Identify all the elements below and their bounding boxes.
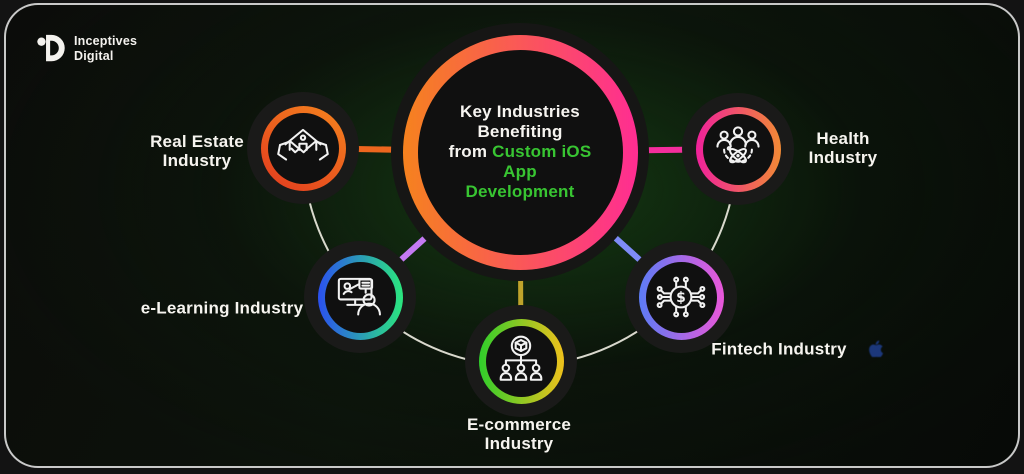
health-ring <box>695 106 781 192</box>
fintech-inner: $ <box>645 261 717 333</box>
ecommerce-ring <box>478 318 564 404</box>
node-fintech: $ <box>625 241 737 353</box>
dollar-circuit-icon: $ <box>656 276 706 318</box>
people-atom-icon <box>716 126 760 164</box>
apple-logo-icon <box>869 340 884 357</box>
node-health <box>682 93 794 205</box>
center-title-line1: Key Industries Benefiting <box>460 101 580 141</box>
real-estate-inner <box>267 112 339 184</box>
center-title: Key Industries Benefiting from Custom iO… <box>418 102 623 202</box>
fintech-ring: $ <box>638 254 724 340</box>
center-inner: Key Industries Benefiting from Custom iO… <box>417 49 623 255</box>
node-real-estate <box>247 92 359 204</box>
center-title-line2: from Custom iOS App <box>448 141 592 182</box>
node-ecommerce <box>465 305 577 417</box>
real-estate-ring <box>260 105 346 191</box>
center-ring: Key Industries Benefiting from Custom iO… <box>402 34 638 270</box>
real-estate-label: Real Estate Industry <box>150 131 244 170</box>
package-distribution-icon <box>499 335 543 381</box>
health-label: Health Industry <box>808 128 878 167</box>
inceptives-digital-logo-icon <box>37 34 65 62</box>
monitor-teacher-icon <box>337 277 381 316</box>
elearning-inner <box>324 261 396 333</box>
health-inner <box>702 113 774 185</box>
house-handshake-icon <box>277 128 329 161</box>
elearning-ring <box>317 254 403 340</box>
brand-name: Inceptives Digital <box>74 34 138 63</box>
ecommerce-inner <box>485 325 557 397</box>
node-elearning <box>304 241 416 353</box>
ecommerce-label: E-commerce Industry <box>466 414 572 453</box>
center-title-line3: Development <box>465 182 575 202</box>
svg-text:$: $ <box>676 290 686 306</box>
elearning-label: e-Learning Industry <box>140 298 304 318</box>
brand-logo: Inceptives Digital <box>36 32 137 65</box>
fintech-label: Fintech Industry <box>711 339 847 359</box>
node-center: Key Industries Benefiting from Custom iO… <box>391 23 649 281</box>
